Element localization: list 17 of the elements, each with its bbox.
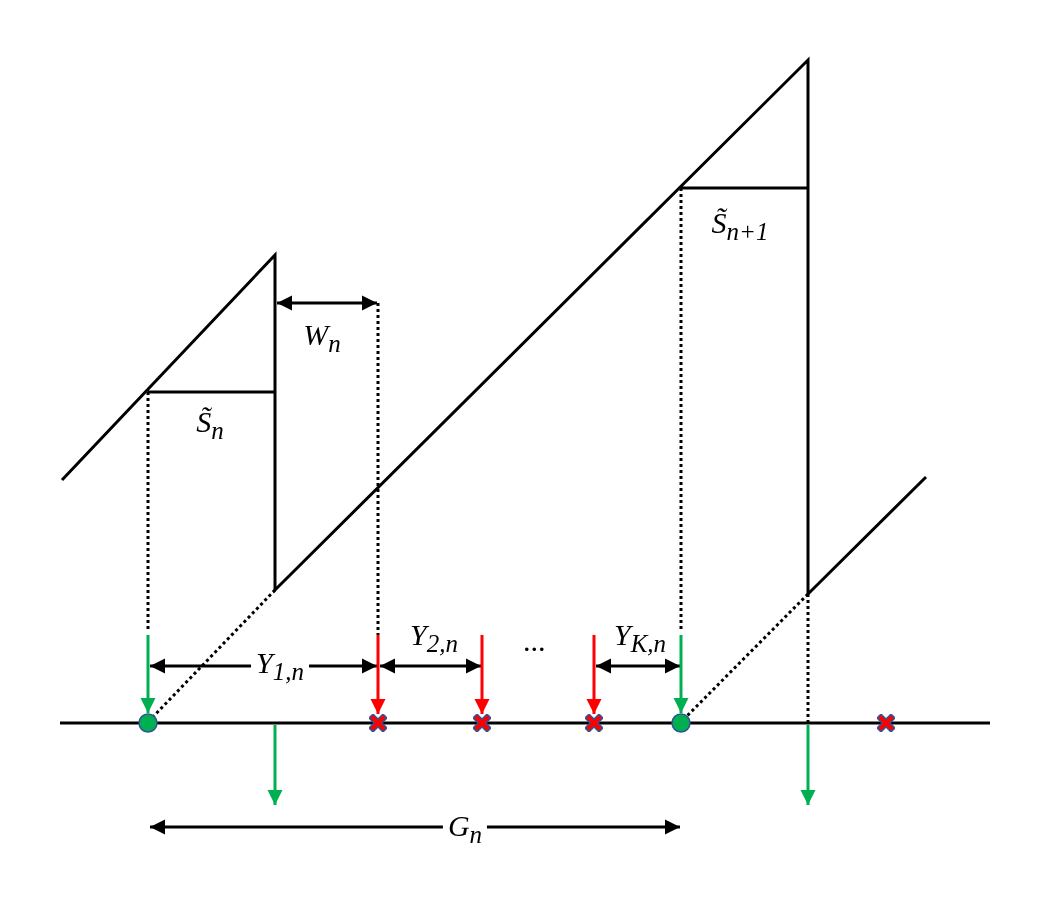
cross-marker <box>585 714 603 732</box>
math-label: Y$_{K,n}$ <box>613 618 667 658</box>
math-label: S̃$_{n+1}$ <box>711 206 769 246</box>
math-label: Y$_{2,n}$ <box>410 618 458 658</box>
cross-marker <box>877 714 895 732</box>
cross-marker <box>369 714 387 732</box>
math-label: W$_{n}$ <box>303 318 341 358</box>
arrow <box>586 635 602 714</box>
arrow <box>474 635 490 714</box>
circle-marker <box>138 713 158 733</box>
arrow <box>370 635 386 714</box>
math-label: S̃$_{n}$ <box>196 405 224 445</box>
circle-marker <box>671 713 691 733</box>
arrow <box>673 635 689 713</box>
ellipsis-label: ... <box>523 623 547 657</box>
cross-marker <box>473 714 491 732</box>
arrow <box>140 635 156 713</box>
